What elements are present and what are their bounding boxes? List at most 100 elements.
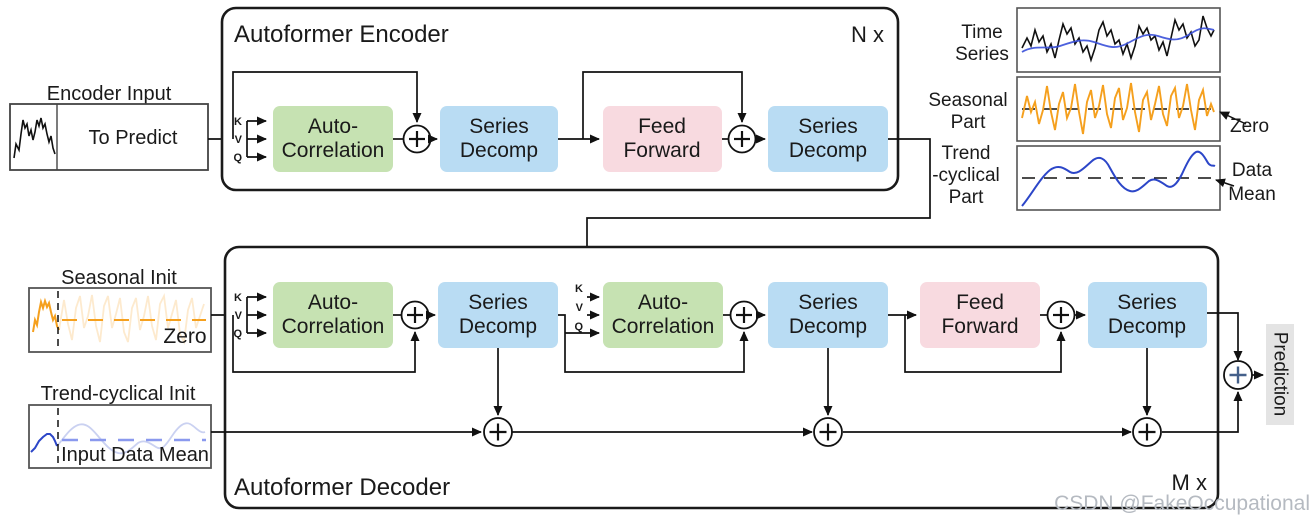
decoder-title: Autoformer Decoder <box>234 474 450 501</box>
decoder-skip-connection-2 <box>558 314 749 373</box>
time-series-label: Time <box>961 22 1003 43</box>
trend-init-mean-annotation: Input Data Mean <box>61 444 209 466</box>
trend-init-label: Trend-cyclical Init <box>41 383 196 405</box>
decoder-auto-correlation-1-block: Auto- Correlation <box>273 282 393 348</box>
zero-annotation: Zero <box>1230 116 1269 137</box>
trend-part-label: -cyclical <box>932 165 1000 186</box>
block-label: Feed <box>956 291 1004 314</box>
encoder-input-sparkline <box>13 117 56 159</box>
block-label: Decomp <box>789 315 867 338</box>
trend-plus-2 <box>813 417 843 447</box>
decoder-series-decomp-1-block: Series Decomp <box>438 282 558 348</box>
block-label: Forward <box>941 315 1018 338</box>
seasonal-output-connector <box>1207 312 1243 361</box>
encoder-title: Autoformer Encoder <box>234 21 449 48</box>
decoder-auto-correlation-2-block: Auto- Correlation <box>603 282 723 348</box>
encoder-input-group: Encoder Input To Predict <box>9 83 247 171</box>
prediction-label: Prediction <box>1270 332 1291 417</box>
time-series-trend-curve <box>1021 27 1215 53</box>
zero-annotation-arrow <box>1219 111 1247 125</box>
decoder-skip-connection-1 <box>232 315 420 373</box>
decoder-cross-q-label: Q <box>574 321 583 333</box>
seasonal-init-zero-annotation: Zero <box>163 325 206 348</box>
encoder-plus-1 <box>402 124 432 154</box>
block-label: Correlation <box>282 139 385 162</box>
decoder-qkv-fan-1: K V Q <box>233 292 267 340</box>
block-label: Auto- <box>308 115 358 138</box>
prediction-box <box>1266 324 1294 425</box>
block-label: Feed <box>638 115 686 138</box>
to-predict-label: To Predict <box>89 127 178 149</box>
encoder-auto-correlation-block: Auto- Correlation <box>273 106 393 172</box>
decoder-cross-k-label: K <box>575 283 583 295</box>
seasonal-init-future-curve <box>58 292 205 346</box>
block-label: Series <box>469 115 529 138</box>
block-label: Series <box>798 115 858 138</box>
decoder-plus-1 <box>400 300 430 330</box>
encoder-input-box <box>9 103 209 171</box>
block-label: Decomp <box>460 139 538 162</box>
encoder-qkv-fan: K V Q <box>233 116 267 164</box>
encoder-skip-connection-2 <box>582 71 747 139</box>
block-label: Series <box>468 291 528 314</box>
data-mean-annotation-arrow <box>1215 178 1235 188</box>
decoder-skip-connection-3 <box>904 315 1066 373</box>
seasonal-part-label: Part <box>951 112 987 133</box>
decoder-plus-2 <box>729 300 759 330</box>
block-label: Auto- <box>638 291 688 314</box>
block-label: Decomp <box>789 139 867 162</box>
decoder-q-label: Q <box>233 328 242 340</box>
decoder-cross-v-label: V <box>576 302 584 314</box>
seasonal-part-label: Seasonal <box>928 90 1007 111</box>
block-label: Series <box>798 291 858 314</box>
final-plus <box>1223 360 1253 390</box>
trend-part-label: Part <box>949 187 985 208</box>
trend-plus-1 <box>483 417 513 447</box>
encoder-series-decomp-1-block: Series Decomp <box>440 106 558 172</box>
trend-init-observed-curve <box>30 433 58 453</box>
block-label: Decomp <box>1108 315 1186 338</box>
encoder-series-decomp-2-block: Series Decomp <box>768 106 888 172</box>
trend-accumulation-line <box>211 391 1243 437</box>
encoder-group: Autoformer Encoder N x K V Q Auto- Corre… <box>220 6 900 192</box>
time-series-raw-curve <box>1021 15 1215 63</box>
block-label: Decomp <box>459 315 537 338</box>
data-mean-annotation: Mean <box>1228 184 1276 205</box>
decoder-k-label: K <box>234 292 242 304</box>
trend-init-box <box>28 404 212 469</box>
time-series-label: Series <box>955 44 1009 65</box>
decoder-series-decomp-3-block: Series Decomp <box>1088 282 1207 348</box>
decoder-v-label: V <box>235 310 243 322</box>
decoder-plus-3 <box>1046 300 1076 330</box>
seasonal-init-group: Seasonal Init Zero <box>28 267 247 353</box>
decomposition-legend: Time Series Seasonal Part Zero Trend -cy… <box>928 7 1276 211</box>
seasonal-curve <box>1021 82 1215 135</box>
trend-init-group: Trend-cyclical Init Input Data Mean <box>28 383 212 469</box>
block-label: Forward <box>623 139 700 162</box>
decoder-qkv-fan-2: K V Q <box>574 283 600 333</box>
block-label: Auto- <box>308 291 358 314</box>
encoder-repeat-label: N x <box>851 22 884 47</box>
block-label: Correlation <box>612 315 715 338</box>
data-mean-annotation: Data <box>1232 160 1273 181</box>
decoder-feed-forward-block: Feed Forward <box>920 282 1040 348</box>
decoder-repeat-label: M x <box>1172 470 1207 495</box>
block-label: Correlation <box>282 315 385 338</box>
seasonal-init-label: Seasonal Init <box>61 267 177 289</box>
encoder-v-label: V <box>235 134 243 146</box>
output-group: Prediction <box>1207 312 1294 425</box>
decoder-series-decomp-2-block: Series Decomp <box>768 282 888 348</box>
encoder-input-label: Encoder Input <box>47 83 172 105</box>
encoder-plus-2 <box>727 124 757 154</box>
decoder-group: Autoformer Decoder M x K V Q Auto- Corre… <box>211 245 1243 510</box>
encoder-q-label: Q <box>233 152 242 164</box>
trend-init-future-curve <box>56 422 206 455</box>
encoder-k-label: K <box>234 116 242 128</box>
trend-curve <box>1021 150 1216 207</box>
trend-part-label: Trend <box>942 143 991 164</box>
encoder-feed-forward-block: Feed Forward <box>603 106 722 172</box>
block-label: Series <box>1117 291 1177 314</box>
watermark-text: CSDN @FakeOccupational <box>1054 492 1310 515</box>
seasonal-init-observed-curve <box>32 297 60 333</box>
